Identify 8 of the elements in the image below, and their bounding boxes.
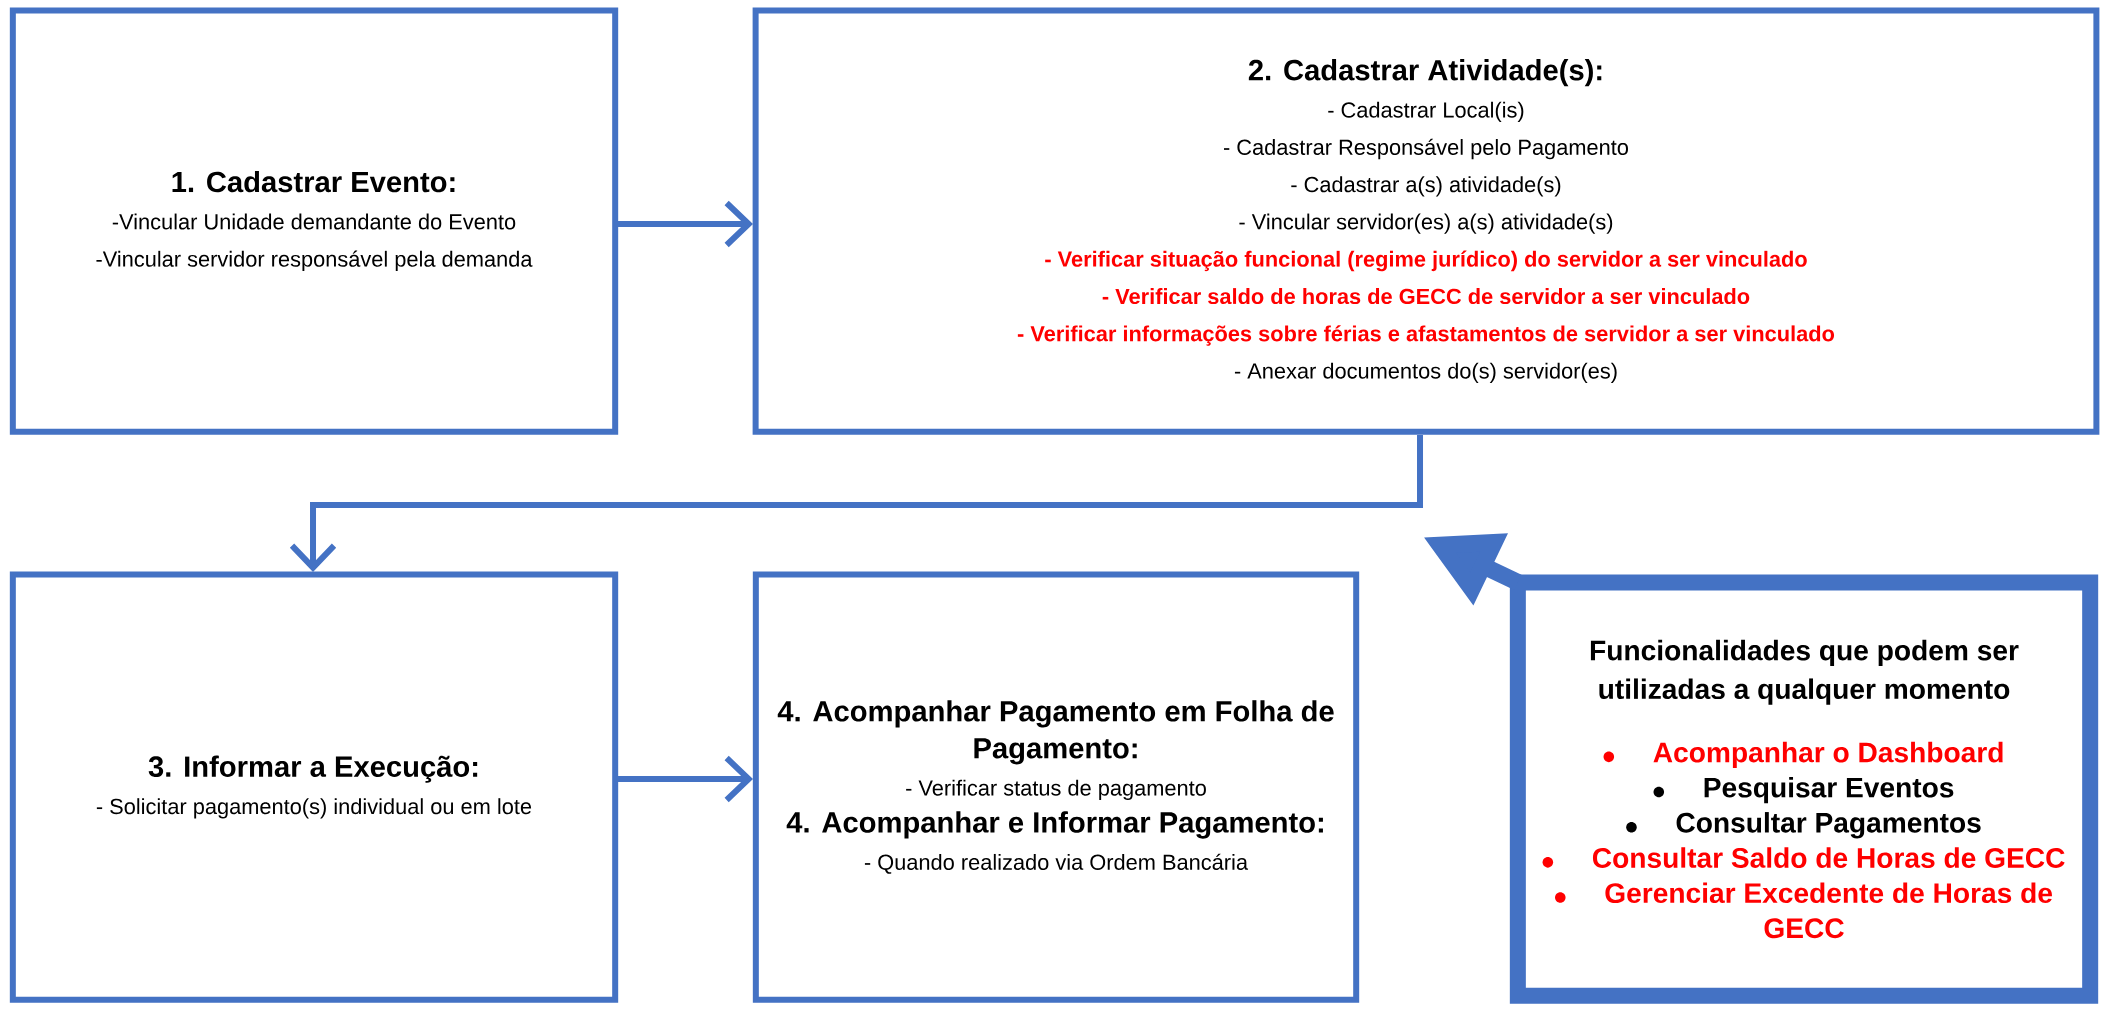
process-box: 3. Informar a Execução: - Solicitar pagamento(s) individual ou em lote [9,571,619,1003]
arrow [618,200,753,248]
process-box: 2. Cadastrar Atividade(s): - Cadastrar Local(is) - Cadastrar Responsável pelo Pagamento - Cadastrar a(s) atividade(s) - Vincular servidor(es) a(s) atividade(s) - Verificar situação funcional (regime jurídico) do servidor a ser vinculado - Verificar saldo de horas de GECC de servidor a ser vinculado - Verificar informações sobre férias e afastamentos de servidor a ser vinculado - Anexar documentos do(s) servidor(es) [752,7,2100,435]
arrow [618,755,753,803]
process-box: 1. Cadastrar Evento: -Vincular Unidade demandante do Evento -Vincular servidor responsável pela demanda [9,7,619,435]
process-box: 4. Acompanhar Pagamento em Folha de Pagamento: - Verificar status de pagamento 4. Acompanhar e Informar Pagamento: - Quando realizado via Ordem Bancária [752,571,1360,1003]
arrow [289,435,1423,572]
info-box: Funcionalidades que podem ser utilizadas a qualquer momento Acompanhar o Dashboard Pesquisar Eventos Consultar Pagamentos Consultar Saldo de Horas de GECC Gerenciar Excedente de Horas de GECC [1509,574,2099,1004]
